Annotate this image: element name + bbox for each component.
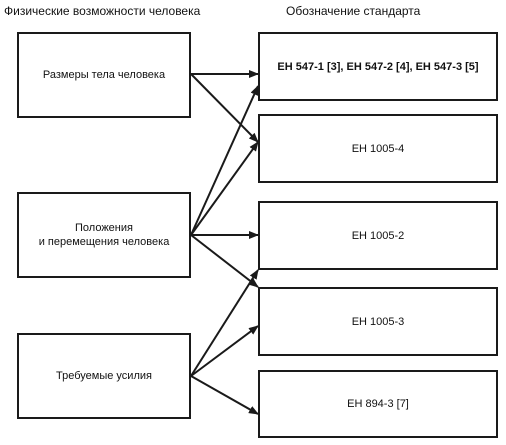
connector-arrow [190,375,259,415]
capability-box-body-size: Размеры тела человека [17,32,191,118]
standard-label: ЕН 547-1 [3], ЕН 547-2 [4], ЕН 547-3 [5] [277,60,479,73]
standard-label: ЕН 1005-3 [351,315,405,328]
capability-label-line: Требуемые усилия [56,370,152,382]
connector-arrow [190,85,259,236]
standard-box-en-547: ЕН 547-1 [3], ЕН 547-2 [4], ЕН 547-3 [5] [258,32,498,101]
capability-label-line: Размеры тела человека [42,69,166,81]
connector-arrow [190,234,259,288]
standard-label: ЕН 1005-4 [351,142,405,155]
connector-arrow [190,325,259,377]
standard-label: ЕН 1005-2 [351,229,405,242]
standard-box-en-894-3: ЕН 894-3 [7] [258,370,498,438]
standard-box-en-1005-2: ЕН 1005-2 [258,201,498,270]
capabilities-column-header: Физические возможности человека [4,4,201,18]
capability-box-required-forces: Требуемые усилия [17,333,191,419]
capability-label-line: Положения [75,222,133,234]
standards-column-header: Обозначение стандарта [286,4,421,18]
standard-box-en-1005-3: ЕН 1005-3 [258,287,498,356]
capability-label-line: и перемещения человека [38,236,170,248]
connector-arrow [190,269,259,377]
connector-arrow [190,141,259,236]
capability-box-postures-movements: Положения и перемещения человека [17,192,191,278]
connector-arrow [190,73,259,143]
standard-box-en-1005-4: ЕН 1005-4 [258,114,498,183]
standard-label: ЕН 894-3 [7] [347,398,409,410]
